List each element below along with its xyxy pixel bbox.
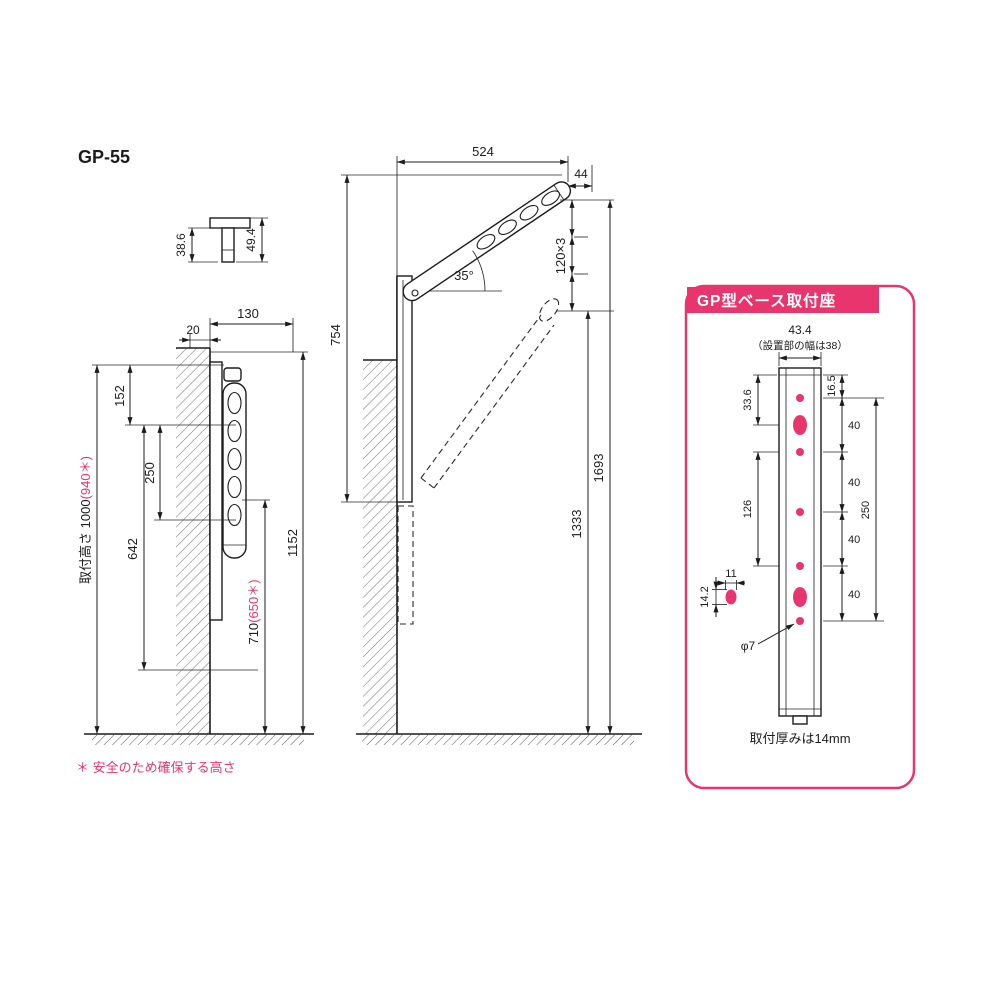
dim-524-label: 524 xyxy=(472,144,494,159)
base-mount-panel: GP型ベース取付座 xyxy=(684,284,916,790)
dim-40-label-3: 40 xyxy=(848,534,860,546)
dim-20-label: 20 xyxy=(186,323,200,337)
arm-lowered-dashed xyxy=(420,298,560,489)
dim-49-4-label: 49.4 xyxy=(244,228,258,252)
wall-plate xyxy=(209,361,223,621)
wall-hatch xyxy=(176,348,210,734)
dim-1152-label: 1152 xyxy=(285,529,300,557)
front-view-dimension-lines xyxy=(341,156,614,735)
dim-44-label: 44 xyxy=(574,167,588,181)
dim-16-5-label: 16.5 xyxy=(826,375,838,396)
keyhole-slot xyxy=(793,587,807,607)
top-view-dimension-lines xyxy=(188,217,268,263)
keyhole-slot xyxy=(793,415,807,435)
base-plate-dimension-lines xyxy=(712,352,884,645)
width-note: （設置部の幅は38） xyxy=(752,339,848,352)
ground-middle xyxy=(356,733,642,745)
ground-left xyxy=(84,733,314,745)
mount-hole xyxy=(796,394,804,402)
dim-1333-label: 1333 xyxy=(569,510,584,539)
pivot xyxy=(411,289,419,297)
dim-1693-label: 1693 xyxy=(591,454,606,483)
dim-130-label: 130 xyxy=(237,306,259,321)
dim-phi7-label: φ7 xyxy=(741,639,756,653)
angle-arc xyxy=(472,250,486,292)
dim-33-6-label: 33.6 xyxy=(742,389,754,410)
dim-126-label: 126 xyxy=(742,500,754,518)
side-view-folded: 130 20 152 250 642 1152 710(650＊) 取付高さ 1… xyxy=(78,306,314,745)
dim-710-label: 710(650＊) xyxy=(246,579,261,644)
wall-section-middle xyxy=(363,276,398,734)
extended-arm xyxy=(402,181,572,302)
mount-height-main: 取付高さ 1000 xyxy=(78,499,93,584)
wall-section-left xyxy=(176,347,211,734)
bottom-tab xyxy=(792,715,808,725)
dim-38-6-label: 38.6 xyxy=(174,233,188,257)
pole-hook xyxy=(223,367,242,382)
dim-43-4-label: 43.4 xyxy=(788,323,812,337)
top-view: 49.4 38.6 xyxy=(174,217,268,263)
dim-250-label: 250 xyxy=(860,501,872,519)
dim-250-label: 250 xyxy=(142,462,157,484)
safety-footnote: ＊ 安全のため確保する高さ xyxy=(76,760,236,775)
dim-40-label-4: 40 xyxy=(848,589,860,601)
dim-152-label: 152 xyxy=(112,385,127,407)
folded-bracket xyxy=(209,361,247,621)
keyhole-detail xyxy=(725,589,737,605)
mount-height-label: 取付高さ 1000(940＊) xyxy=(78,456,93,584)
front-view-extended: 524 44 754 120×3 35° 1333 1693 xyxy=(328,144,642,745)
dim-40-label-1: 40 xyxy=(848,420,860,432)
panel-title-block xyxy=(687,287,879,313)
mount-hole xyxy=(796,562,804,570)
wall-hatch xyxy=(363,360,397,734)
dim-14-2-label: 14.2 xyxy=(699,586,711,607)
mount-height-alt: (940＊) xyxy=(78,456,93,499)
thickness-note: 取付厚みは14mm xyxy=(749,731,850,746)
top-view-part xyxy=(209,217,251,263)
dim-710-alt: (650＊) xyxy=(246,579,261,622)
mount-hole xyxy=(796,508,804,516)
wall-plate xyxy=(396,275,413,503)
dim-120x3-label: 120×3 xyxy=(553,238,568,275)
extended-bracket xyxy=(396,181,572,625)
model-title: GP-55 xyxy=(78,147,130,167)
mount-hole xyxy=(796,448,804,456)
dim-710-main: 710 xyxy=(246,623,261,645)
mount-hole xyxy=(796,617,804,625)
angle-35-label: 35° xyxy=(454,268,474,283)
side-view-dimension-lines xyxy=(92,318,308,735)
dim-11-label: 11 xyxy=(725,568,736,580)
dim-642-label: 642 xyxy=(125,538,140,560)
dim-754-label: 754 xyxy=(328,324,343,346)
panel-title: GP型ベース取付座 xyxy=(697,291,836,310)
base-plate xyxy=(778,367,822,725)
dim-40-label-2: 40 xyxy=(848,477,860,489)
pole-lowered-dashed xyxy=(397,505,414,625)
